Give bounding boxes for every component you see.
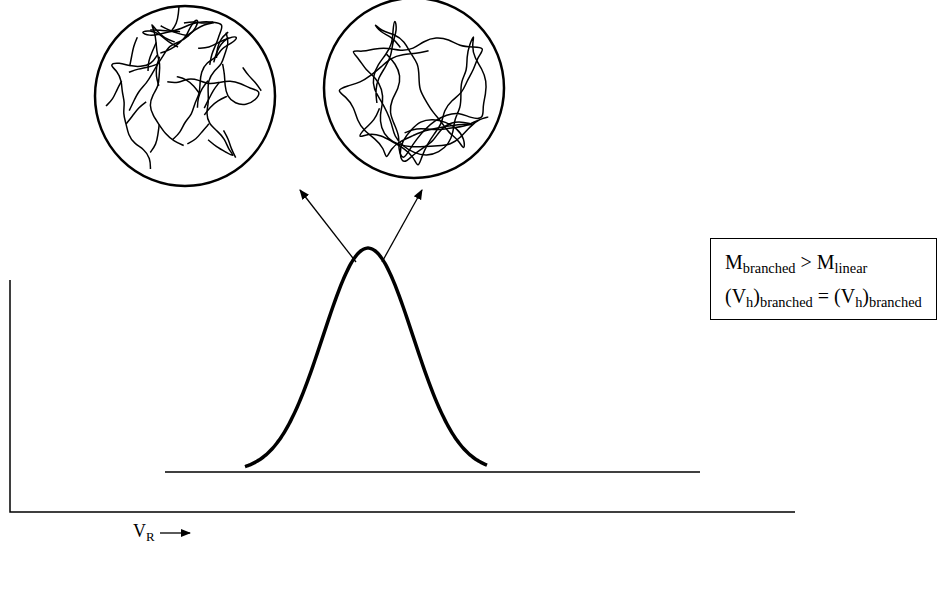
annotation-text: Mbranched > Mlinear <box>725 245 922 279</box>
annotation-text: (Vh)branched = (Vh)branched <box>725 279 922 313</box>
polymer-chain <box>214 38 229 63</box>
polymer-chain <box>172 37 236 140</box>
polymer-chain <box>148 43 156 71</box>
pointer-arrow <box>382 190 422 262</box>
polymer-chain <box>373 22 486 158</box>
annotation-box: Mbranched > Mlinear(Vh)branched = (Vh)br… <box>710 238 937 320</box>
polymer-chain <box>204 82 219 108</box>
polymer-chain <box>129 64 158 72</box>
polymer-chain <box>143 22 222 65</box>
axis-direction-arrow <box>160 532 190 533</box>
polymer-chain <box>126 102 146 124</box>
baseline <box>165 471 700 473</box>
polymer-chain <box>184 22 213 23</box>
branched-polymer-coil-chains <box>106 4 261 169</box>
polymer-chain <box>187 124 209 144</box>
polymer-chain <box>106 81 122 106</box>
polymer-chain <box>339 25 472 161</box>
elution-peak <box>245 248 487 467</box>
polymer-chain <box>130 37 138 66</box>
polymer-chain <box>150 30 180 32</box>
branched-polymer-coil-outline <box>95 6 275 186</box>
polymer-chain <box>204 96 227 115</box>
axis-label: VR <box>133 521 155 542</box>
linear-polymer-coil-chains <box>339 22 488 165</box>
polymer-chain <box>156 57 159 86</box>
polymer-chain <box>150 125 159 153</box>
linear-polymer-coil-outline <box>324 0 504 178</box>
polymer-chain <box>224 130 236 157</box>
pointer-arrow <box>300 190 356 262</box>
polymer-chain <box>243 67 261 90</box>
axis-lines <box>10 280 795 512</box>
